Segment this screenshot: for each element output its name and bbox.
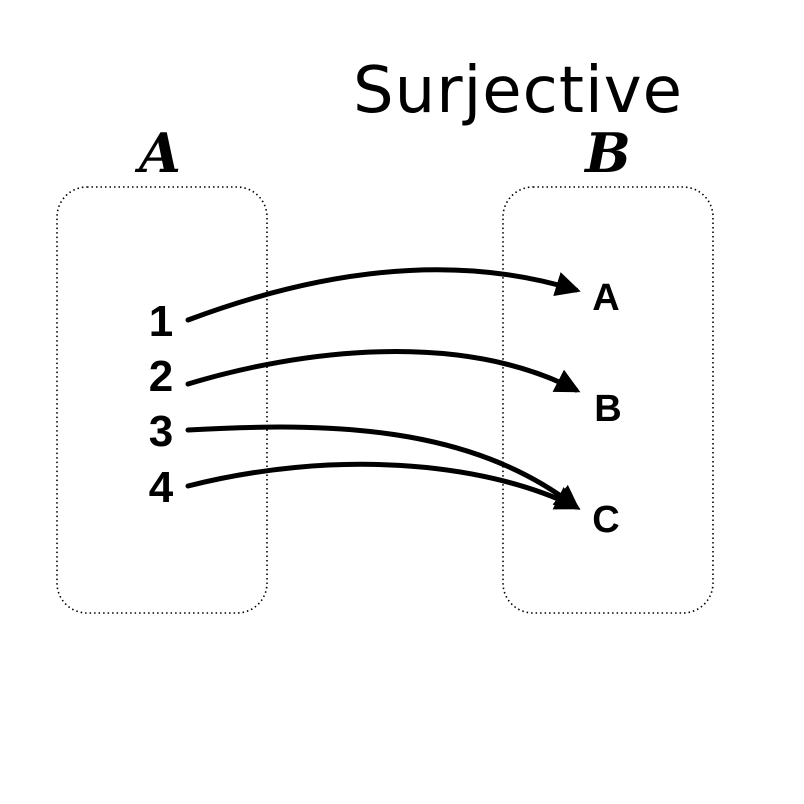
domain-set-label: A — [134, 121, 181, 185]
codomain-element-c: C — [592, 499, 619, 541]
codomain-element-b: B — [594, 388, 621, 430]
mapping-arrow-1-to-a — [185, 267, 581, 323]
mapping-arrow-3-to-c — [185, 424, 580, 511]
codomain-element-a: A — [592, 277, 619, 319]
diagram-title: Surjective — [353, 54, 683, 128]
domain-element-3: 3 — [149, 407, 173, 456]
domain-element-2: 2 — [149, 352, 173, 401]
domain-set-box — [56, 186, 268, 614]
domain-element-4: 4 — [149, 463, 174, 512]
mapping-arrow-2-to-b — [185, 349, 581, 393]
mapping-arrow-4-to-c — [185, 461, 581, 510]
codomain-set-box — [502, 186, 714, 614]
codomain-set-label: B — [583, 121, 631, 185]
domain-element-1: 1 — [149, 297, 173, 346]
